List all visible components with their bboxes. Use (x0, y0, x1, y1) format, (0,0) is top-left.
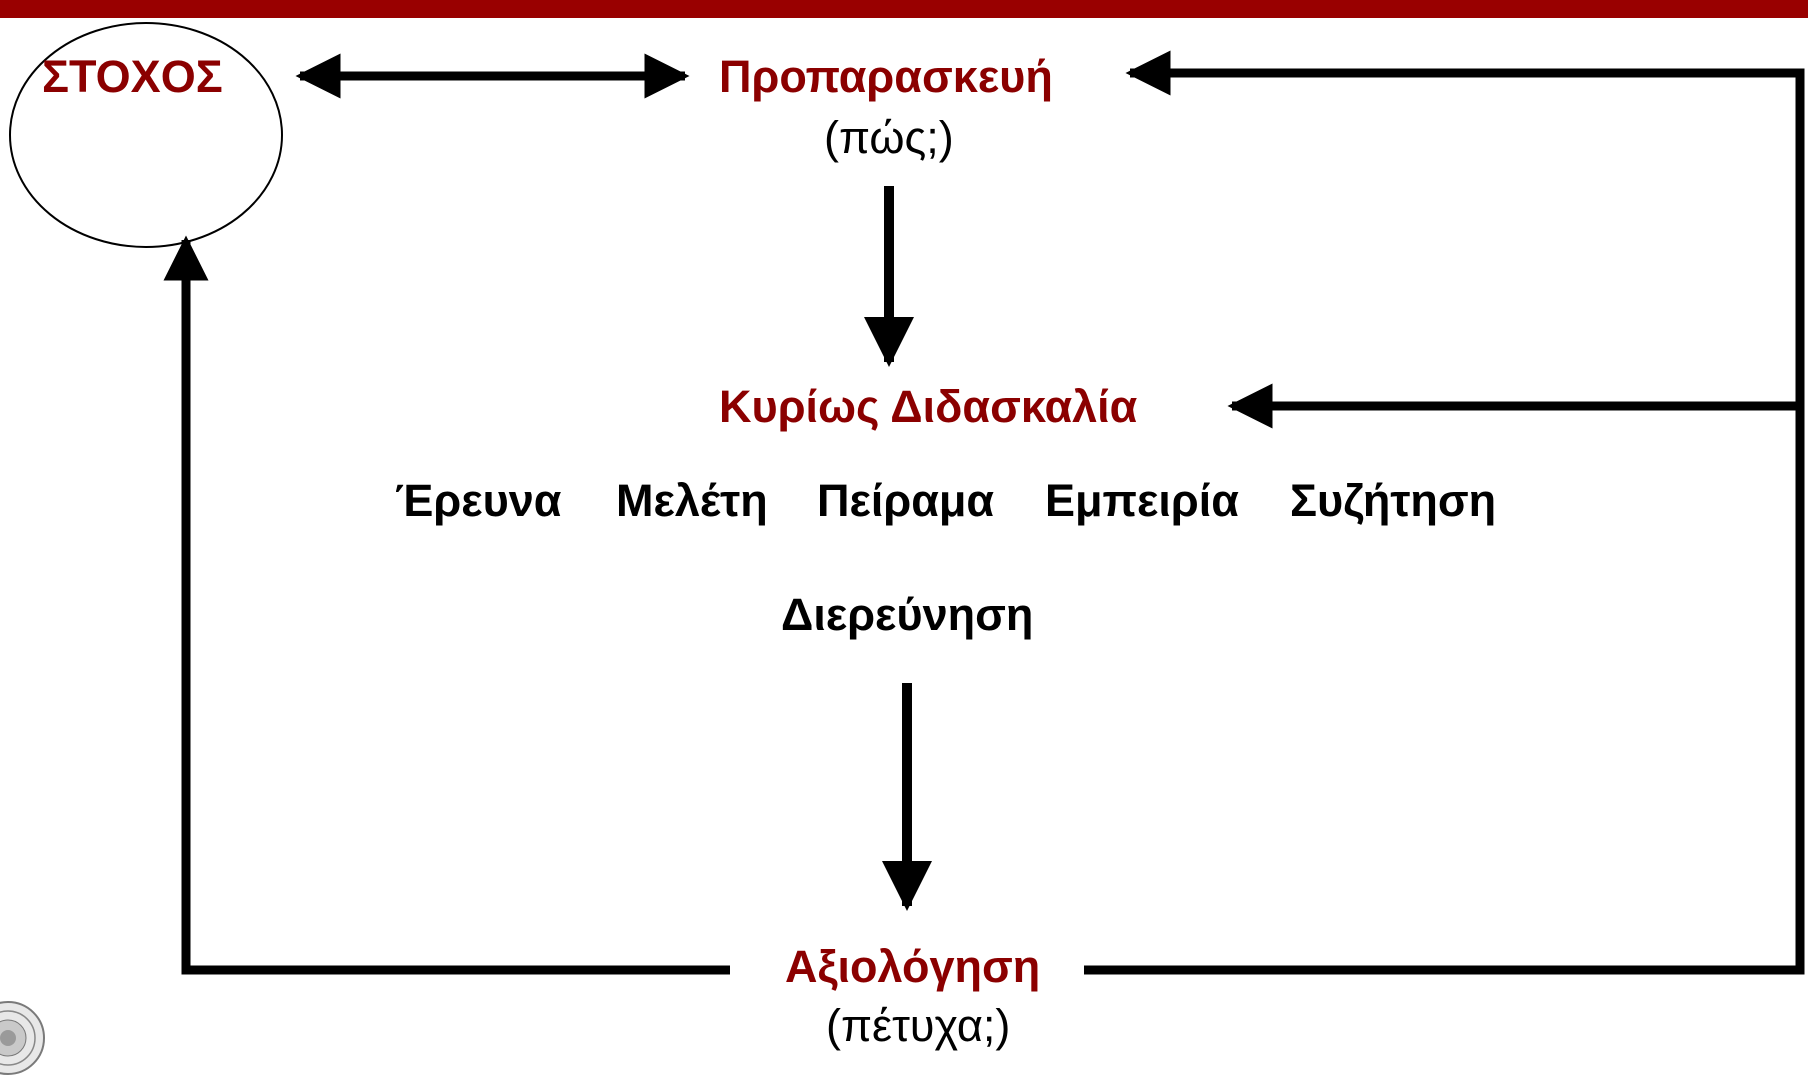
evaluation-sub: (πέτυχα;) (826, 1000, 1011, 1051)
main-teaching-label: Κυρίως Διδασκαλία (719, 381, 1138, 432)
evaluation-label: Αξιολόγηση (785, 941, 1041, 992)
preparation-sub: (πώς;) (824, 112, 954, 163)
method-item: Συζήτηση (1290, 475, 1497, 526)
arrow-evaluation-preparation (1084, 50, 1805, 975)
preparation-label: Προπαρασκευή (719, 51, 1053, 102)
diagram-connectors (9, 22, 1805, 975)
method-item: Έρευνα (395, 475, 562, 526)
top-bar (0, 0, 1808, 18)
method-extra: Διερεύνηση (781, 589, 1034, 640)
method-item: Μελέτη (616, 475, 768, 526)
goal-label: ΣΤΟΧΟΣ (42, 51, 223, 102)
university-seal-icon (0, 1001, 45, 1075)
method-item: Εμπειρία (1045, 475, 1239, 526)
method-item: Πείραμα (817, 475, 995, 526)
arrow-evaluation-goal (163, 235, 730, 975)
goal-ellipse (9, 22, 283, 248)
